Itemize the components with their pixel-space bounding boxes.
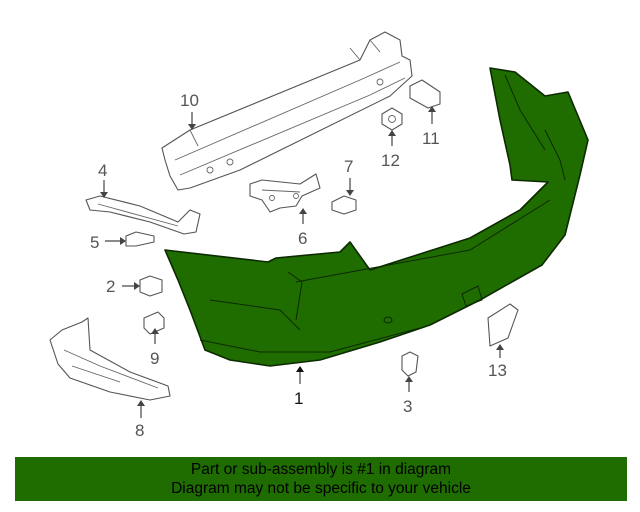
callout-10: 10 — [180, 91, 199, 110]
parts-diagram: 1 2 3 4 5 6 7 8 9 10 11 12 13 — [49, 31, 589, 440]
part-10-reinforcement-beam[interactable] — [161, 31, 413, 191]
part-6-center-bracket[interactable] — [249, 173, 321, 213]
part-5-screw[interactable] — [125, 231, 155, 247]
part-9-bolt[interactable] — [143, 311, 165, 335]
callout-4: 4 — [98, 161, 107, 180]
part-13-tow-hook-cover[interactable] — [487, 303, 519, 347]
leader-lines — [100, 106, 504, 418]
callout-1: 1 — [294, 389, 303, 408]
callout-12: 12 — [381, 151, 400, 170]
part-4-side-bracket[interactable] — [85, 195, 201, 235]
part-8-lower-bracket[interactable] — [49, 317, 171, 401]
callout-5: 5 — [90, 233, 99, 252]
info-banner: Part or sub-assembly is #1 in diagram Di… — [15, 457, 627, 501]
part-2-clip[interactable] — [139, 275, 163, 297]
callout-9: 9 — [150, 349, 159, 368]
part-7-bolt[interactable] — [331, 195, 357, 215]
banner-line-1: Part or sub-assembly is #1 in diagram — [190, 461, 452, 478]
callout-7: 7 — [344, 157, 353, 176]
callout-11: 11 — [422, 129, 440, 148]
part-1-bumper-cover[interactable] — [164, 67, 589, 367]
banner-line-2: Diagram may not be specific to your vehi… — [171, 480, 471, 497]
callout-2: 2 — [106, 277, 115, 296]
part-3-clip[interactable] — [401, 351, 419, 377]
callout-13: 13 — [488, 361, 507, 380]
callout-8: 8 — [135, 421, 144, 440]
callout-6: 6 — [298, 229, 307, 248]
part-11-bolt[interactable] — [409, 79, 441, 109]
callout-3: 3 — [403, 397, 412, 416]
part-12-nut[interactable] — [381, 107, 403, 131]
callout-labels: 1 2 3 4 5 6 7 8 9 10 11 12 13 — [90, 91, 507, 440]
